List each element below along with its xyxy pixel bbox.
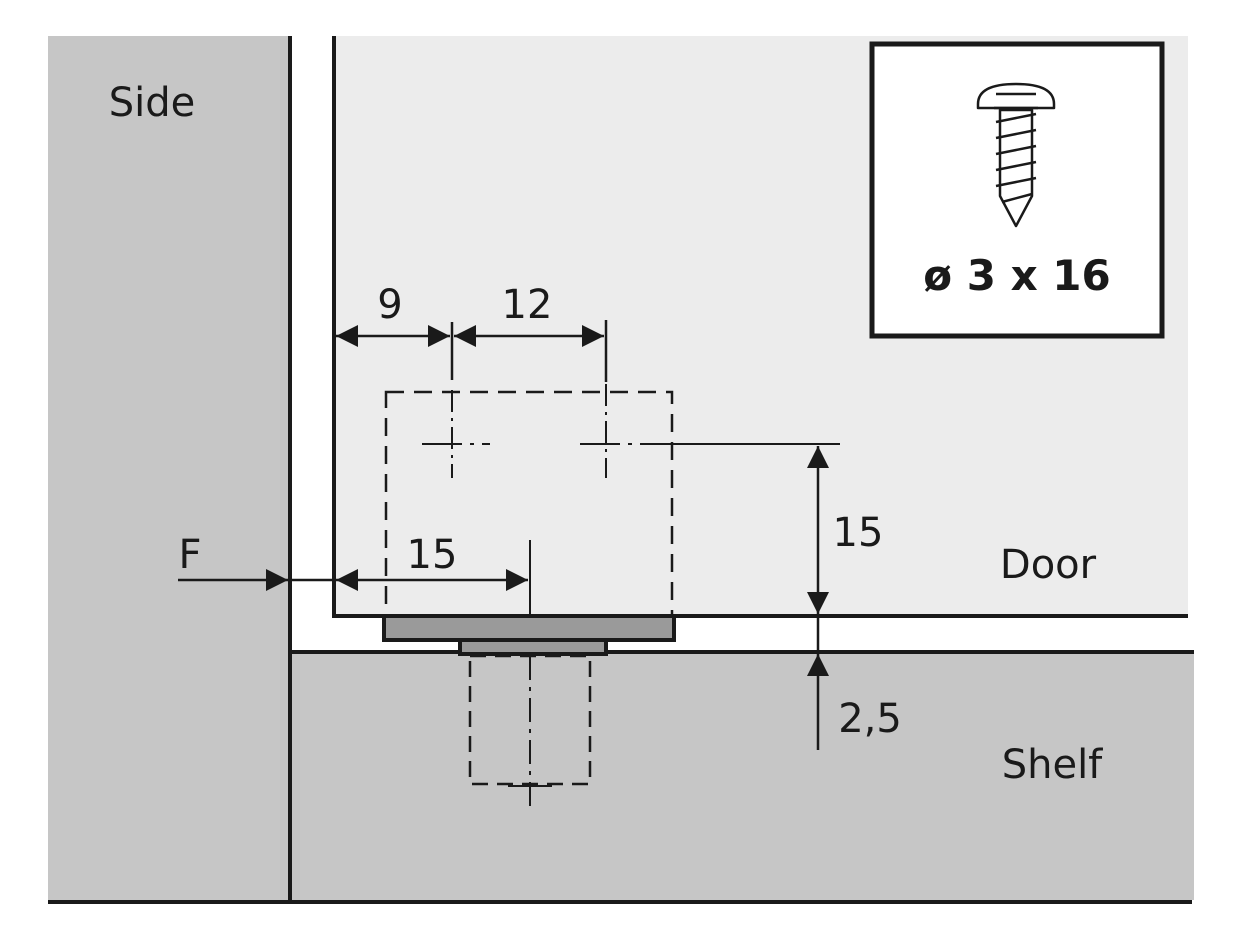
counter-plate <box>458 638 608 656</box>
screw-icon <box>976 82 1056 228</box>
door-label: Door <box>1000 542 1097 588</box>
hole-center-left <box>422 390 490 478</box>
hole-center-right <box>580 384 840 478</box>
dim-horizontal-top <box>336 320 608 382</box>
shelf-label: Shelf <box>1002 742 1103 788</box>
magnet-plate <box>382 614 676 642</box>
counter-plate-center <box>508 540 552 808</box>
door-outline <box>332 36 1188 618</box>
dim-label-15-vertical: 15 <box>833 510 884 556</box>
side-label: Side <box>109 80 196 126</box>
screw-spec-box: ø 3 x 16 <box>869 41 1165 339</box>
dim-label-15-horizontal: 15 <box>407 532 458 578</box>
dim-label-12: 12 <box>502 282 553 328</box>
screw-spec-label: ø 3 x 16 <box>923 251 1110 300</box>
dim-label-gap: 2,5 <box>838 696 902 742</box>
side-panel <box>48 36 290 904</box>
force-label: F <box>178 532 201 578</box>
dim-label-9: 9 <box>377 282 402 328</box>
shelf-panel <box>292 652 1194 900</box>
